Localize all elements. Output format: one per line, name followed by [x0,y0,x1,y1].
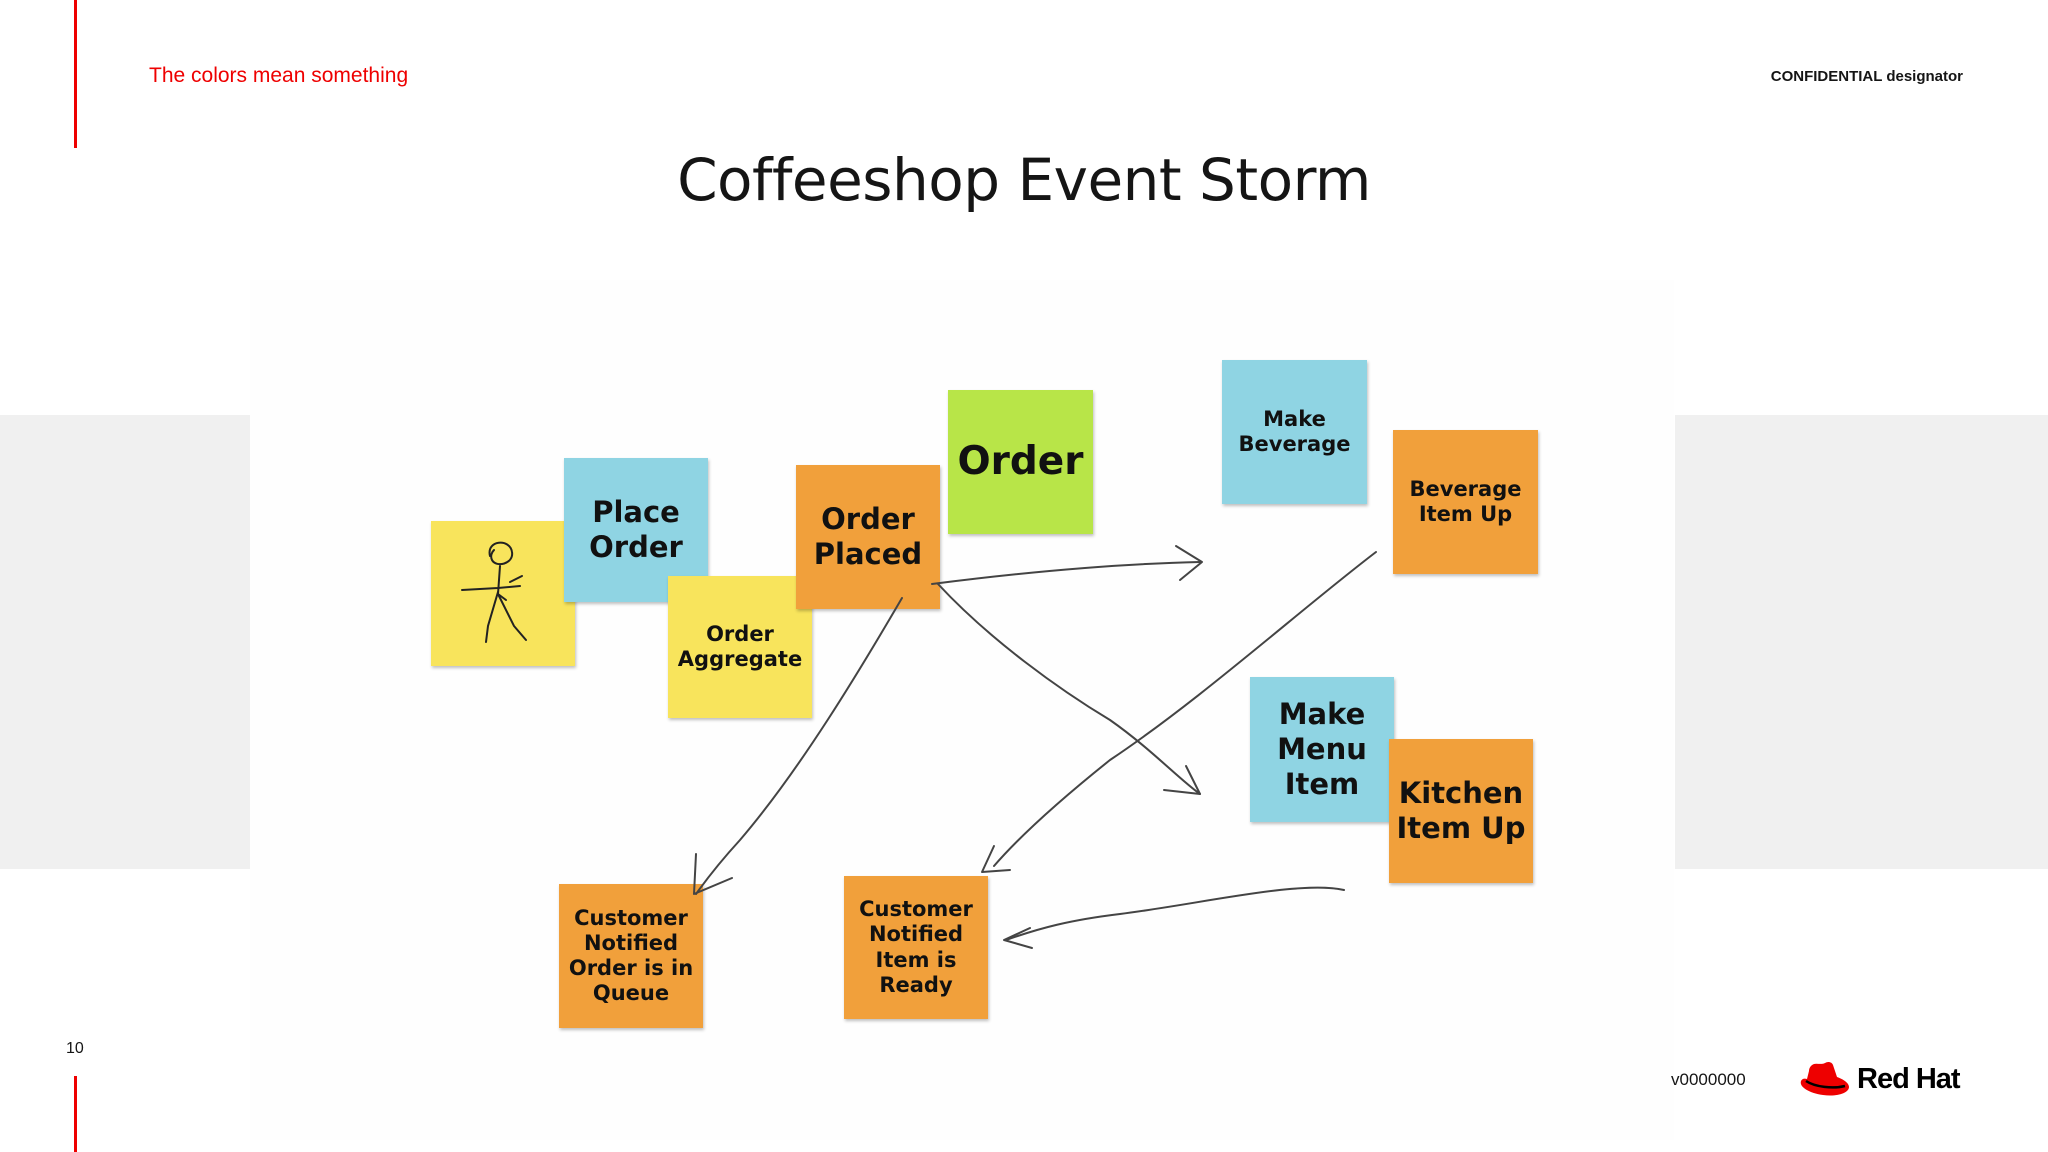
logo-text: Red Hat [1857,1062,1961,1095]
right-side-panel [1675,415,2048,869]
kitchen-item-up-note: Kitchen Item Up [1389,739,1533,883]
order-note: Order [948,390,1093,534]
arrow-to-make-beverage [931,561,1201,585]
confidential-label: CONFIDENTIAL designator [1770,68,1963,85]
arrow-from-beverage [993,551,1377,867]
customer-notified-queue-note: Customer Notified Order is in Queue [559,884,703,1028]
red-hat-fedora-icon [1800,1061,1849,1096]
make-beverage-note: Make Beverage [1222,360,1367,504]
slide-title: Coffeeshop Event Storm [677,146,1371,214]
place-order-note: Place Order [564,458,708,602]
customer-notified-ready-note: Customer Notified Item is Ready [844,876,988,1019]
beverage-item-up-note: Beverage Item Up [1393,430,1538,574]
version-label: v0000000 [1671,1070,1746,1089]
arrowhead-kitchen [1003,927,1033,949]
order-aggregate-note: Order Aggregate [668,576,812,718]
arrowhead-customer-queue [693,853,733,895]
arrowhead-make-menu-item [1163,765,1201,795]
bottom-red-rule [74,1076,77,1152]
red-hat-logo: Red Hat [1797,1056,1965,1102]
top-red-rule [74,0,77,148]
arrow-to-customer-queue [695,597,903,895]
make-menu-item-note: Make Menu Item [1250,677,1394,822]
actor-note [431,521,575,666]
order-placed-note: Order Placed [796,465,940,609]
arrow-from-kitchen [1005,886,1345,941]
arrow-to-make-menu-item [937,583,1201,795]
stick-figure-icon [461,541,527,643]
page-number: 10 [66,1040,84,1057]
section-label: The colors mean something [149,64,409,87]
arrowhead-make-beverage [1175,545,1203,581]
arrowhead-beverage [981,845,1011,873]
